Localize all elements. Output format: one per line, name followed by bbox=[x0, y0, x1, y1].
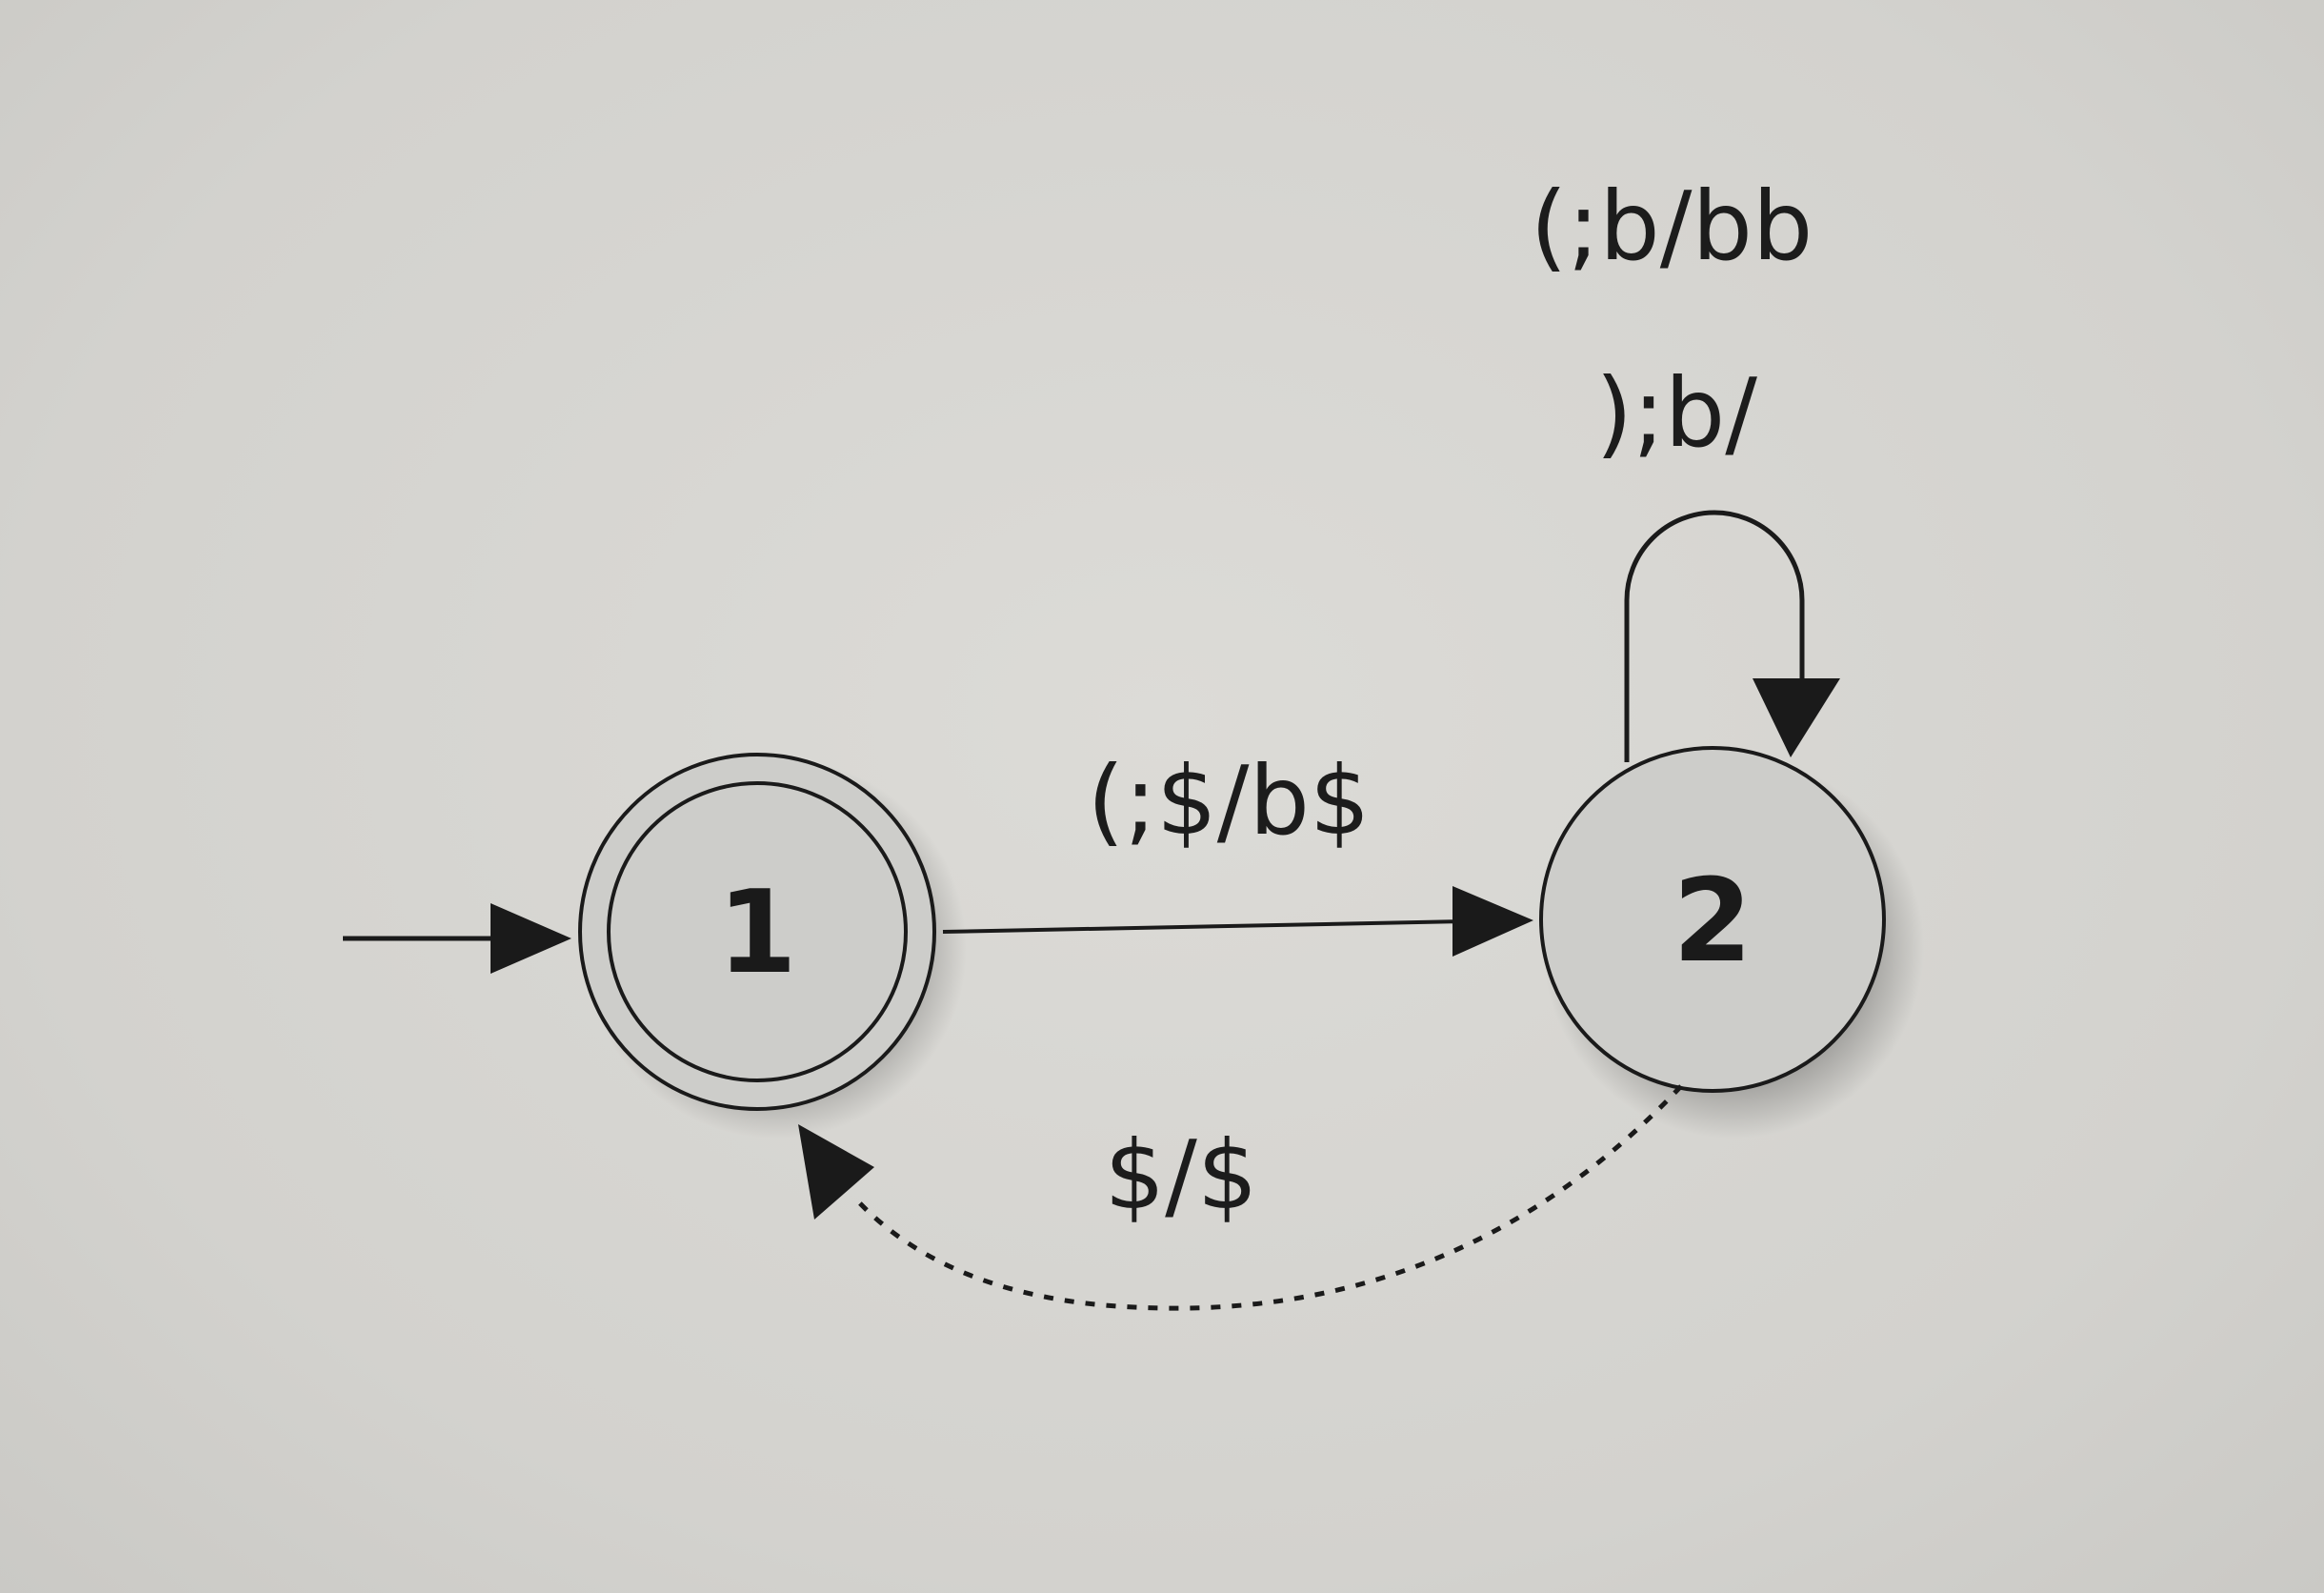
transition-2-to-1 bbox=[798, 1084, 1683, 1311]
self-loop-label-2: );b/ bbox=[1595, 357, 1757, 469]
state-1-label: 1 bbox=[717, 867, 797, 999]
initial-arrow bbox=[343, 903, 571, 974]
state-2[interactable]: 2 bbox=[1539, 746, 1886, 1093]
transition-1-to-2-label: (;$/b$ bbox=[1087, 745, 1370, 857]
self-loop-state-2 bbox=[1624, 510, 1840, 762]
state-2-label: 2 bbox=[1673, 856, 1753, 988]
self-loop-label-1: (;b/bb bbox=[1531, 171, 1813, 282]
transition-2-to-1-label: $/$ bbox=[1105, 1119, 1258, 1231]
transition-1-to-2 bbox=[942, 886, 1533, 957]
state-1[interactable]: 1 bbox=[578, 753, 936, 1111]
